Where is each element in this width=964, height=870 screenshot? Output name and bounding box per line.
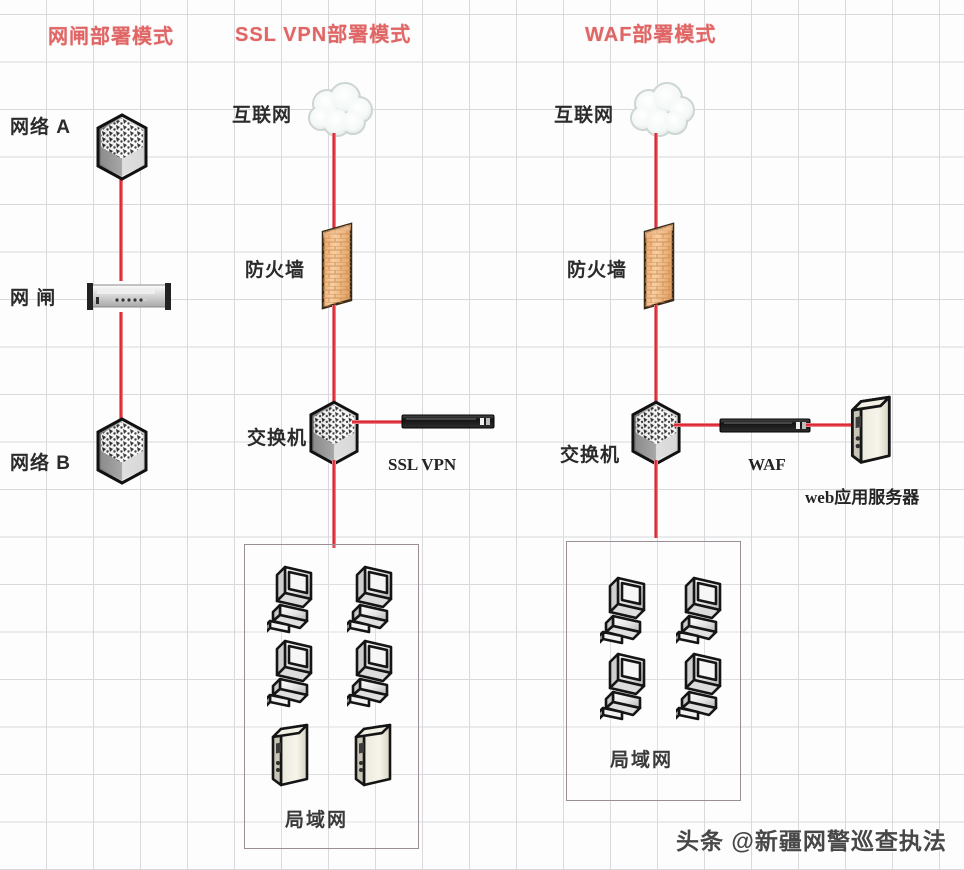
link-networka-to-gap [119,176,123,281]
workstation-icon [347,637,409,712]
cloud-icon [625,82,699,144]
firewall-brick-icon [317,222,357,310]
label-lan-sslvpn: 局域网 [285,810,349,831]
title-waf-mode: WAF部署模式 [585,24,717,46]
cloud-icon [303,82,377,144]
link-internet-to-firewall-sslvpn [332,133,336,233]
label-switch-sslvpn: 交换机 [247,428,308,449]
title-sslvpn-mode: SSL VPN部署模式 [235,24,412,46]
workstation-icon [676,650,738,725]
black-appliance-icon [400,411,496,433]
tower-server-icon [848,395,898,471]
label-gap-device: 网 闸 [10,288,57,309]
link-switch-to-waf [674,423,724,427]
workstation-icon [676,574,738,649]
switch-icon [308,400,360,466]
watermark: 头条 @新疆网警巡查执法 [676,828,947,854]
link-switch-to-lan-sslvpn [332,460,336,548]
network-cloud-icon [95,113,149,181]
label-web-app-server: web应用服务器 [805,488,920,507]
black-appliance-icon [718,415,812,437]
label-switch-waf: 交换机 [560,445,621,466]
tower-server-icon [269,723,315,793]
link-firewall-to-switch-waf [654,305,658,415]
link-firewall-to-switch-sslvpn [332,305,336,415]
label-network-a: 网络 A [10,117,72,138]
workstation-icon [600,574,662,649]
label-sslvpn-device: SSL VPN [388,455,457,474]
label-network-b: 网络 B [10,453,72,474]
link-internet-to-firewall-waf [654,133,658,233]
link-switch-to-lan-waf [654,460,658,538]
link-waf-to-webserver [806,423,856,427]
workstation-icon [347,563,409,638]
firewall-brick-icon [639,222,679,310]
link-gap-to-networkb [119,312,123,422]
label-firewall-sslvpn: 防火墙 [245,260,306,281]
workstation-icon [267,563,329,638]
label-waf-device: WAF [748,455,786,474]
title-gap-mode: 网闸部署模式 [48,26,174,48]
network-cloud-icon [95,417,149,485]
workstation-icon [267,637,329,712]
label-internet-sslvpn: 互联网 [232,105,293,126]
label-firewall-waf: 防火墙 [567,260,628,281]
label-lan-waf: 局域网 [610,750,674,771]
label-internet-waf: 互联网 [554,105,615,126]
rack-appliance-icon [85,281,173,313]
workstation-icon [600,650,662,725]
switch-icon [630,400,682,466]
tower-server-icon [352,723,398,793]
link-switch-to-sslvpn [352,420,412,424]
